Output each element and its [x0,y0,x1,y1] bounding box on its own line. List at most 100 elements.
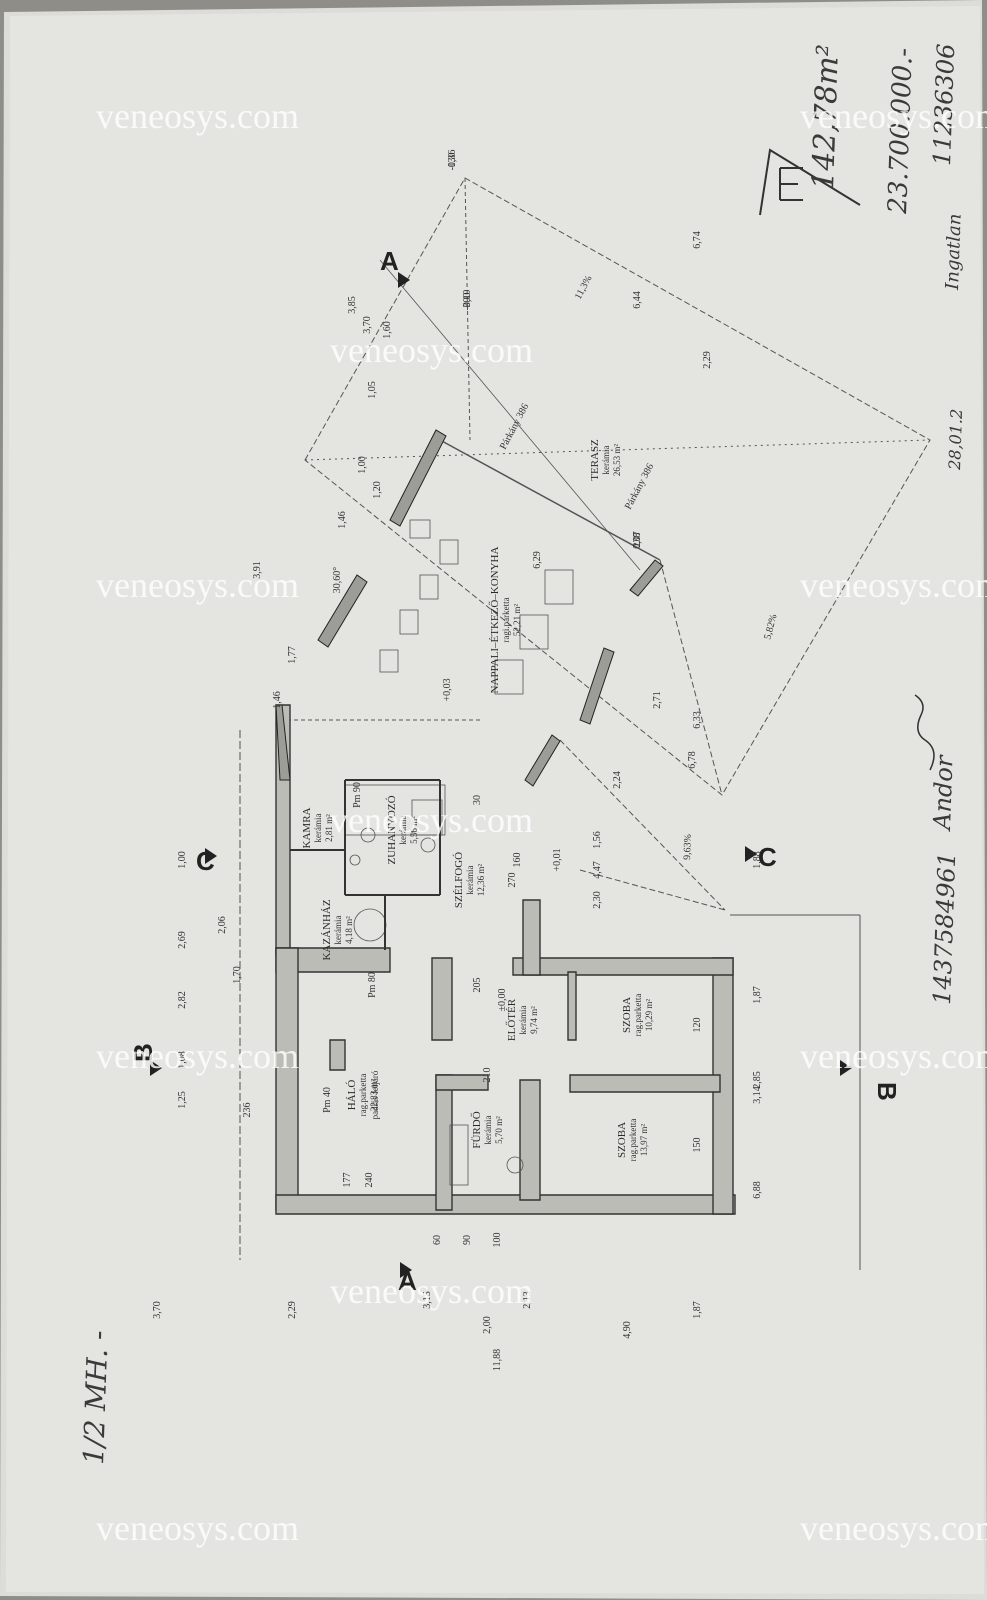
dimension-label: 120 [692,1018,703,1033]
dimension-label: 1,56 [592,831,603,849]
section-mark-b-right: B [872,1082,902,1101]
dimension-label: 6,78 [687,751,698,769]
room-area: 4,18 m² [344,916,354,944]
dimension-label: 4,47 [592,861,603,879]
handwritten-id: 1437584961 [928,852,961,1006]
dimension-label: 2,85 [752,1071,763,1089]
room-name: NAPPALI–ÉTKEZŐ–KONYHA [489,547,501,694]
room-area: 12,36 m² [476,864,486,897]
room-name: FÜRDŐ [471,1111,483,1148]
dimension-label: 6,74 [692,231,703,249]
section-mark-a-bottom: A [398,1266,417,1296]
watermark-text: veneosys.com [800,1036,987,1076]
dimension-label: 0,07 [632,531,643,549]
dimension-label: 1,60 [382,321,393,339]
dimension-label: 3,70 [152,1301,163,1319]
room-floor: rag.parketta [358,1074,368,1117]
dimension-label: 160 [512,853,523,868]
section-mark-a-top: A [380,246,399,276]
room-floor: kerámia [398,816,408,845]
watermark-text: veneosys.com [800,565,987,605]
dimension-label: 205 [472,978,483,993]
dimension-label: 2,71 [652,691,663,709]
handwritten-sign: Andor [928,754,959,833]
signature-icon [914,694,935,771]
dimension-label: 2,13 [522,1291,533,1309]
dimension-label: 2,06 [217,916,228,934]
plan-drawing [239,177,931,1270]
dimension-label: 30 [472,795,483,805]
dimension-label: 1,70 [232,966,243,984]
dimension-label: 1,88 [752,851,763,869]
handwritten-small2: 28,01.2 [945,408,966,471]
dimension-label: ±0,00 [497,989,508,1012]
dimension-label: 3,85 [347,296,358,314]
room-name: SZOBA [616,1122,628,1158]
section-mark-c-right: C [758,842,777,872]
dimension-label: 177 [342,1173,353,1188]
dimension-label: 6,44 [632,291,643,309]
dimension-label: -0,36 [447,150,458,171]
handwritten-small1: Ingatlan [942,213,966,291]
room-area: 10,29 m² [644,999,654,1032]
dimension-label: 2,82 [177,991,188,1009]
room-area: 2,81 m² [324,814,334,842]
handwriting: 142,78m² 23.700.000.- 11236306 143758496… [77,43,966,1465]
section-marks: A A B B C C [128,246,902,1296]
room-floor: kerámia [518,1006,528,1035]
dimension-label: 240 [364,1173,375,1188]
dimension-label: 90 [462,1235,473,1245]
slope-label: 9,63% [682,834,694,860]
room-area: 13,97 m² [639,1124,649,1157]
room-floor: rag.parketta [628,1119,638,1162]
watermark-text: veneosys.com [96,1036,299,1076]
dimension-label: -0,10 [462,290,473,311]
dimension-label: 1,05 [367,381,378,399]
dimension-label: 210 [482,1068,493,1083]
dimension-label: 1,20 [372,481,383,499]
watermark-text: veneosys.com [96,1508,299,1548]
dimension-label: +0,03 [442,678,453,701]
dimension-label: 270 [507,873,518,888]
dimension-label: 11,88 [492,1349,503,1371]
room-floor: kerámia [483,1116,493,1145]
room-name: SZOBA [621,997,633,1033]
room-name: ZUHANYOZÓ [386,795,398,864]
dimension-label: 3,14 [752,1086,763,1104]
dimension-label: 2,29 [287,1301,298,1319]
watermark-text: veneosys.com [330,800,533,840]
room-name: KAMRA [301,807,313,848]
dimension-label: 130 [447,153,458,168]
dimension-label: 6,33 [692,711,703,729]
dimension-label: 150 [692,1138,703,1153]
watermark-text: veneosys.com [96,565,299,605]
room-name: ELŐTÉR [506,998,518,1041]
room-name: KAZÁNHÁZ [321,899,333,960]
dimension-label: 2,69 [177,931,188,949]
dimension-label: 1,25 [177,1091,188,1109]
room-name: SZÉLFOGÓ [453,852,465,908]
dimension-label: Pm 90 [352,782,363,808]
room-floor: rag.parketta [633,994,643,1037]
room-area: 5,56 m² [409,816,419,844]
dimension-label: 3,91 [252,561,263,579]
dimension-label: 1,08 [177,1051,188,1069]
dimension-label: 100 [492,1233,503,1248]
dimension-label: 1,87 [692,1301,703,1319]
room-name: HÁLÓ [346,1080,358,1111]
handwritten-ref: 11236306 [928,43,960,166]
dimension-label: 2,00 [482,1316,493,1334]
watermark-text: veneosys.com [96,96,299,136]
room-area: 5,70 m² [494,1116,504,1144]
dimension-label: +0,01 [552,848,563,871]
